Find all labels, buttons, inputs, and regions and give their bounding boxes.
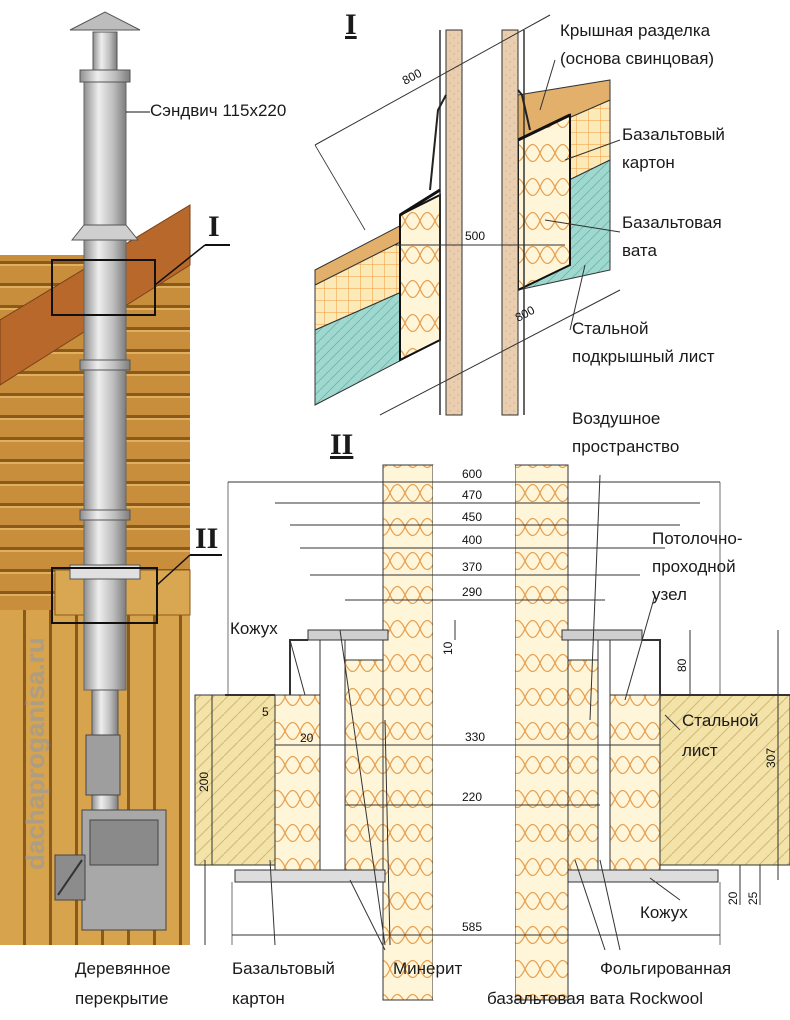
callout-label-1: I <box>208 210 220 243</box>
dim-25: 25 <box>746 891 760 905</box>
chimney-pipe <box>83 69 127 691</box>
callout-box-1 <box>51 259 156 316</box>
dim-800-top: 800 <box>400 66 425 88</box>
detail-ceiling-pass <box>194 464 790 1001</box>
section-label-2: II <box>330 428 354 461</box>
dim-585: 585 <box>462 920 482 934</box>
label-basalt-cardboard-top-2: картон <box>622 153 675 172</box>
dim-470: 470 <box>462 488 482 502</box>
label-ceiling-node-3: узел <box>652 585 687 604</box>
dim-500: 500 <box>465 229 485 243</box>
callout-label-2: II <box>195 522 219 555</box>
dim-307: 307 <box>764 748 778 768</box>
roof-flashing <box>70 224 140 241</box>
label-wood-floor-2: перекрытие <box>75 989 169 1008</box>
detail-roof-pass <box>314 14 621 416</box>
dim-370: 370 <box>462 560 482 574</box>
dim-400: 400 <box>462 533 482 547</box>
label-casing-top: Кожух <box>230 619 278 638</box>
label-basalt-cardboard-top: Базальтовый <box>622 125 725 144</box>
label-basalt-cardboard-2: картон <box>232 989 285 1008</box>
callout-box-2 <box>51 567 158 624</box>
house-illustration <box>0 11 230 945</box>
label-roof-cut: Крышная разделка <box>560 21 711 40</box>
label-steel-sheet: Стальной <box>682 711 759 730</box>
label-ceiling-node: Потолочно- <box>652 529 743 548</box>
dimension-texts: 800 500 800 600 470 450 400 370 290 10 8… <box>197 66 778 934</box>
dim-5: 5 <box>262 705 269 719</box>
dim-10: 10 <box>441 641 455 655</box>
dim-200: 200 <box>197 772 211 792</box>
dim-330: 330 <box>465 730 485 744</box>
label-casing-bottom: Кожух <box>640 903 688 922</box>
dim-450: 450 <box>462 510 482 524</box>
dim-220: 220 <box>462 790 482 804</box>
label-ceiling-node-2: проходной <box>652 557 736 576</box>
dim-20: 20 <box>300 731 314 745</box>
label-roof-cut-note: (основа свинцовая) <box>560 49 715 68</box>
chimney-cap <box>69 11 141 31</box>
label-minerite: Минерит <box>393 959 463 978</box>
label-foil-wool-2: базальтовая вата Rockwool <box>487 989 703 1008</box>
dim-20-bottom: 20 <box>726 891 740 905</box>
watermark: dachaproganisa.ru <box>20 637 50 870</box>
dim-600: 600 <box>462 467 482 481</box>
label-foil-wool: Фольгированная <box>600 959 732 978</box>
label-steel-roof-sheet: Стальной <box>572 319 649 338</box>
label-basalt-wool-2: вата <box>622 241 657 260</box>
dim-80: 80 <box>675 658 689 672</box>
section-label-1: I <box>345 8 357 41</box>
label-air-space: Воздушное <box>572 409 661 428</box>
label-steel-roof-sheet-2: подкрышный лист <box>572 347 715 366</box>
label-basalt-cardboard: Базальтовый <box>232 959 335 978</box>
label-air-space-2: пространство <box>572 437 680 456</box>
label-basalt-wool: Базальтовая <box>622 213 722 232</box>
label-wood-floor: Деревянное <box>75 959 171 978</box>
label-steel-sheet-2: лист <box>682 741 718 760</box>
dim-290: 290 <box>462 585 482 599</box>
label-sandwich: Сэндвич 115х220 <box>150 101 287 120</box>
